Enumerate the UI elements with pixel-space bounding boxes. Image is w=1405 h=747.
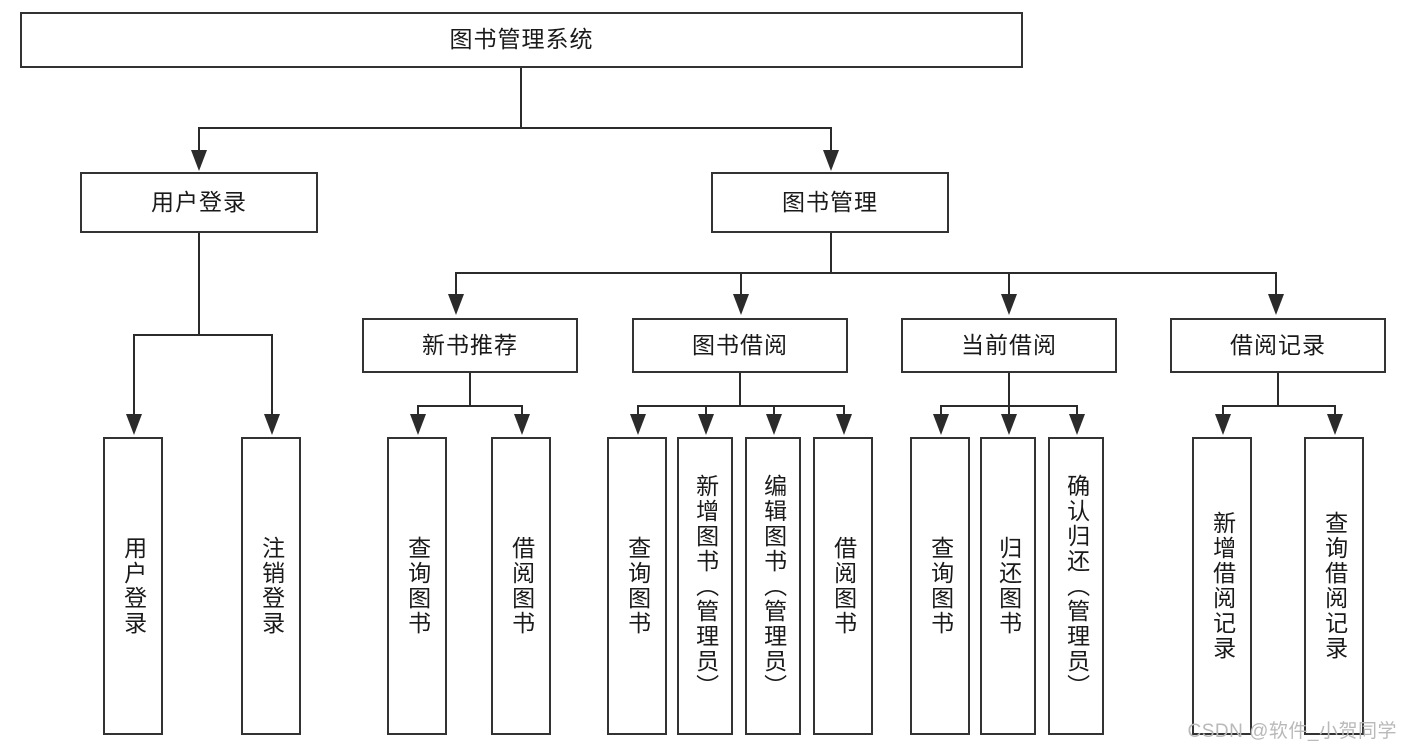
node-label: 归还图书 — [995, 536, 1022, 636]
node-label: 借阅记录 — [1230, 331, 1326, 358]
leaf-new-book-borrow-book[interactable]: 借阅图书 — [491, 437, 551, 735]
connector-bb-to-leaf-2 — [705, 405, 707, 417]
node-book-borrow[interactable]: 图书借阅 — [632, 318, 848, 373]
node-book-management[interactable]: 图书管理 — [711, 172, 949, 233]
arrowhead-user-login-to-leaf-2 — [264, 414, 280, 435]
connector-br-to-leaf-2 — [1334, 405, 1336, 417]
arrowhead-bb-to-leaf-4 — [836, 414, 852, 435]
node-label: 用户登录 — [151, 188, 247, 215]
connector-borrow-record-bus — [1222, 405, 1335, 407]
node-label: 当前借阅 — [961, 331, 1057, 358]
node-new-book-recommend[interactable]: 新书推荐 — [362, 318, 578, 373]
leaf-current-borrow-return-book[interactable]: 归还图书 — [980, 437, 1036, 735]
leaf-user-login-logout[interactable]: 注销登录 — [241, 437, 301, 735]
arrowhead-cb-to-leaf-1 — [933, 414, 949, 435]
connector-br-to-leaf-1 — [1222, 405, 1224, 417]
connector-bm-to-book-borrow — [740, 272, 742, 296]
connector-new-book-bus — [417, 405, 522, 407]
node-label: 查询借阅记录 — [1321, 511, 1348, 661]
node-label: 新增借阅记录 — [1209, 511, 1236, 661]
connector-user-login-stem — [198, 233, 200, 335]
connector-current-borrow-stem — [1008, 373, 1010, 406]
connector-bb-to-leaf-4 — [843, 405, 845, 417]
leaf-book-borrow-borrow-book[interactable]: 借阅图书 — [813, 437, 873, 735]
node-label: 新书推荐 — [422, 331, 518, 358]
connector-bb-to-leaf-3 — [773, 405, 775, 417]
connector-user-login-to-leaf-1 — [133, 334, 135, 416]
arrowhead-br-to-leaf-1 — [1215, 414, 1231, 435]
arrowhead-bm-to-book-borrow — [733, 294, 749, 315]
arrowhead-cb-to-leaf-3 — [1069, 414, 1085, 435]
arrowhead-bb-to-leaf-1 — [630, 414, 646, 435]
connector-root-bus — [198, 127, 832, 129]
arrowhead-nb-to-leaf-1 — [410, 414, 426, 435]
node-label: 查询图书 — [927, 536, 954, 636]
node-user-login[interactable]: 用户登录 — [80, 172, 318, 233]
connector-cb-to-leaf-2 — [1008, 405, 1010, 417]
arrowhead-user-login-to-leaf-1 — [126, 414, 142, 435]
connector-root-stem — [520, 68, 522, 128]
connector-cb-to-leaf-3 — [1076, 405, 1078, 417]
node-label: 用户登录 — [120, 536, 147, 636]
node-borrow-record[interactable]: 借阅记录 — [1170, 318, 1386, 373]
connector-borrow-record-stem — [1277, 373, 1279, 406]
node-label: 借阅图书 — [508, 536, 535, 636]
node-label: 图书借阅 — [692, 331, 788, 358]
connector-user-login-bus — [133, 334, 272, 336]
arrowhead-bm-to-current-borrow — [1001, 294, 1017, 315]
connector-bb-to-leaf-1 — [637, 405, 639, 417]
connector-root-to-user-login — [198, 127, 200, 153]
leaf-book-borrow-edit-book[interactable]: 编辑图书（管理员） — [745, 437, 801, 735]
arrowhead-root-to-book-management — [823, 150, 839, 171]
connector-book-borrow-bus — [637, 405, 844, 407]
arrowhead-bm-to-borrow-record — [1268, 294, 1284, 315]
connector-user-login-to-leaf-2 — [271, 334, 273, 416]
arrowhead-bb-to-leaf-2 — [698, 414, 714, 435]
arrowhead-bb-to-leaf-3 — [766, 414, 782, 435]
leaf-new-book-query-book[interactable]: 查询图书 — [387, 437, 447, 735]
node-current-borrow[interactable]: 当前借阅 — [901, 318, 1117, 373]
connector-bm-to-current-borrow — [1008, 272, 1010, 296]
connector-book-borrow-stem — [739, 373, 741, 406]
node-label: 图书管理 — [782, 188, 878, 215]
leaf-borrow-record-query-record[interactable]: 查询借阅记录 — [1304, 437, 1364, 735]
connector-book-management-stem — [830, 233, 832, 273]
connector-root-to-book-management — [830, 127, 832, 153]
connector-bm-to-borrow-record — [1275, 272, 1277, 296]
leaf-borrow-record-add-record[interactable]: 新增借阅记录 — [1192, 437, 1252, 735]
arrowhead-bm-to-new-book — [448, 294, 464, 315]
arrowhead-nb-to-leaf-2 — [514, 414, 530, 435]
connector-book-management-bus — [455, 272, 1276, 274]
node-label: 查询图书 — [404, 536, 431, 636]
arrowhead-cb-to-leaf-2 — [1001, 414, 1017, 435]
node-book-management-system[interactable]: 图书管理系统 — [20, 12, 1023, 68]
connector-nb-to-leaf-1 — [417, 405, 419, 417]
leaf-user-login-login[interactable]: 用户登录 — [103, 437, 163, 735]
node-label: 借阅图书 — [830, 536, 857, 636]
node-label: 编辑图书（管理员） — [760, 473, 787, 699]
node-label: 确认归还（管理员） — [1063, 473, 1090, 699]
arrowhead-br-to-leaf-2 — [1327, 414, 1343, 435]
node-label: 图书管理系统 — [449, 26, 594, 53]
leaf-book-borrow-add-book[interactable]: 新增图书（管理员） — [677, 437, 733, 735]
node-label: 新增图书（管理员） — [692, 473, 719, 699]
node-label: 注销登录 — [258, 536, 285, 636]
connector-nb-to-leaf-2 — [521, 405, 523, 417]
arrowhead-root-to-user-login — [191, 150, 207, 171]
leaf-book-borrow-query-book[interactable]: 查询图书 — [607, 437, 667, 735]
leaf-current-borrow-confirm-return[interactable]: 确认归还（管理员） — [1048, 437, 1104, 735]
connector-new-book-stem — [469, 373, 471, 406]
csdn-watermark: CSDN @软件_小贺同学 — [1187, 721, 1397, 742]
leaf-current-borrow-query-book[interactable]: 查询图书 — [910, 437, 970, 735]
connector-bm-to-new-book — [455, 272, 457, 296]
connector-cb-to-leaf-1 — [940, 405, 942, 417]
node-label: 查询图书 — [624, 536, 651, 636]
